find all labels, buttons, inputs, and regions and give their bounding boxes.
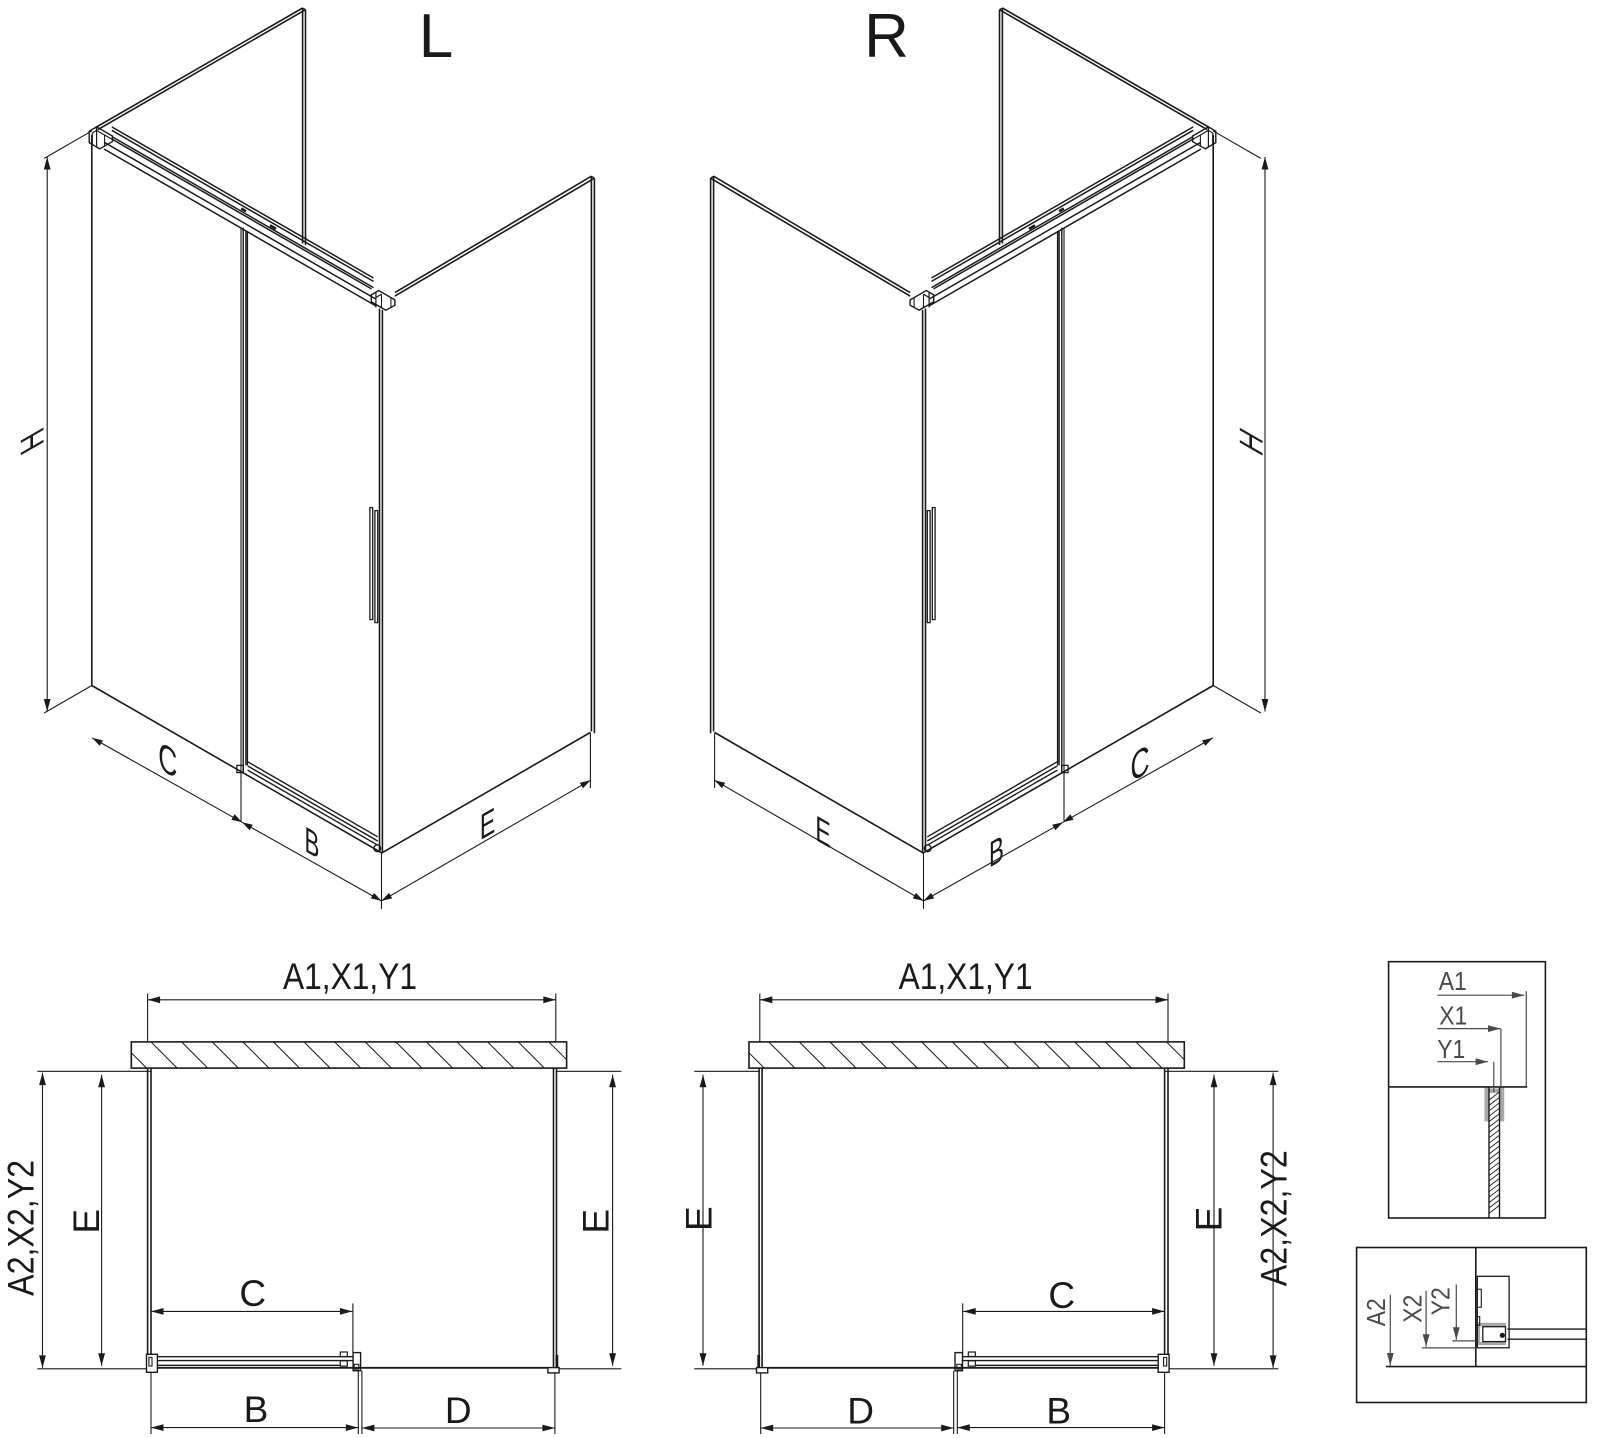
svg-text:B: B — [1046, 1391, 1071, 1432]
svg-text:D: D — [847, 1391, 874, 1432]
svg-text:A1,X1,Y1: A1,X1,Y1 — [283, 956, 417, 997]
svg-text:Y2: Y2 — [1426, 1287, 1456, 1315]
svg-text:C: C — [1130, 736, 1149, 792]
svg-text:C: C — [158, 732, 177, 788]
svg-text:C: C — [1048, 1275, 1075, 1316]
svg-text:B: B — [989, 827, 1004, 876]
svg-text:E: E — [679, 1206, 720, 1231]
svg-text:D: D — [445, 1390, 472, 1431]
svg-text:L: L — [419, 2, 453, 71]
svg-text:X2: X2 — [1398, 1295, 1428, 1323]
svg-text:E: E — [66, 1209, 107, 1234]
svg-text:B: B — [244, 1389, 269, 1430]
svg-text:X1: X1 — [1439, 1001, 1467, 1031]
svg-text:A2,X2,Y2: A2,X2,Y2 — [1254, 1150, 1295, 1286]
svg-text:A2,X2,Y2: A2,X2,Y2 — [0, 1160, 41, 1296]
svg-text:A1: A1 — [1439, 966, 1467, 996]
svg-text:A1,X1,Y1: A1,X1,Y1 — [899, 956, 1033, 997]
svg-text:R: R — [864, 2, 909, 71]
svg-text:Y1: Y1 — [1437, 1034, 1465, 1064]
svg-text:C: C — [239, 1273, 266, 1314]
svg-text:E: E — [480, 799, 495, 849]
svg-text:B: B — [305, 819, 320, 868]
svg-text:E: E — [815, 807, 830, 857]
svg-text:E: E — [1189, 1207, 1230, 1232]
svg-text:A2: A2 — [1361, 1298, 1391, 1326]
svg-text:E: E — [576, 1209, 617, 1234]
